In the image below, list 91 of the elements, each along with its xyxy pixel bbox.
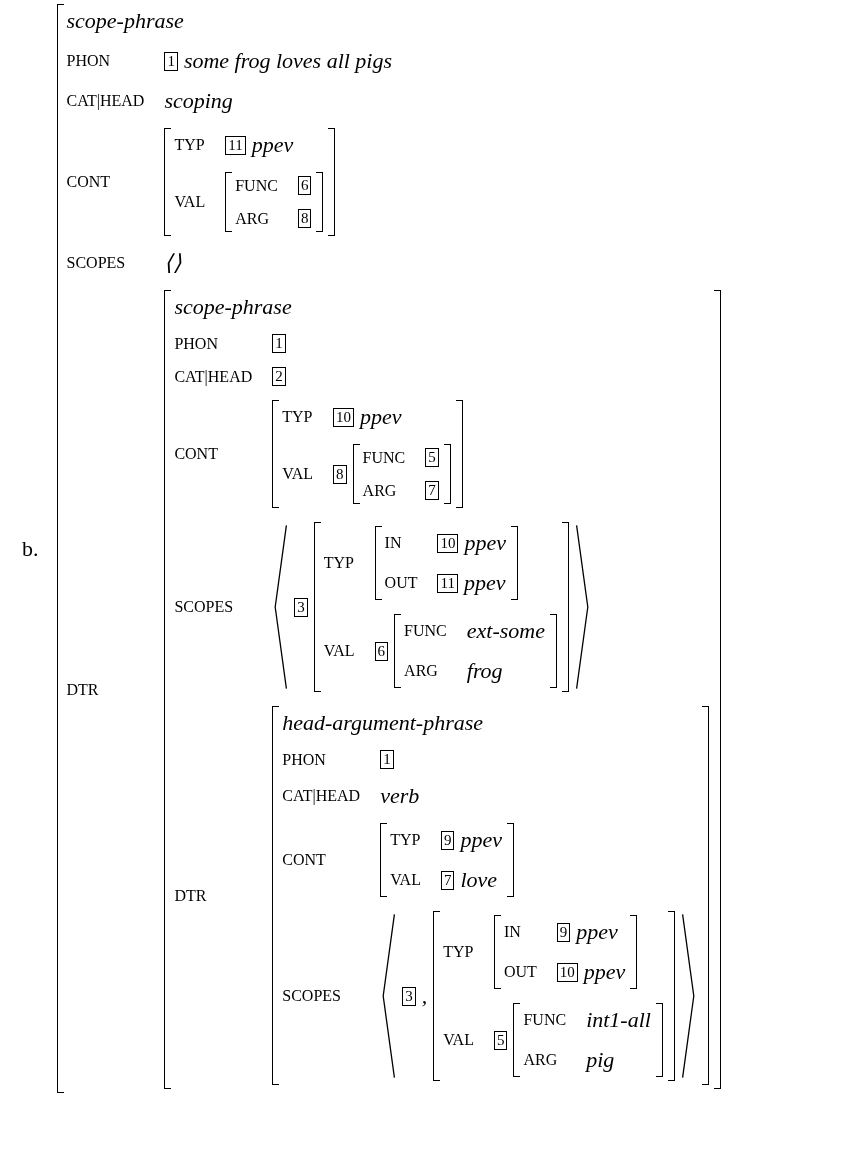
feature-name: VAL (174, 193, 206, 211)
feature-name: CONT (66, 173, 112, 191)
feature-name: FUNC (235, 176, 278, 195)
feature-value: love (460, 867, 498, 893)
feature-name: TYP (390, 831, 421, 849)
feature-value: frog (466, 658, 503, 684)
feature-name: VAL (443, 1031, 474, 1049)
feature-name: CAT|HEAD (66, 92, 145, 110)
structure-tag: 10 (556, 962, 578, 982)
feature-value: ppev (460, 827, 502, 853)
structure-tag: 2 (272, 367, 286, 386)
feature-value: ppev (251, 132, 294, 158)
feature-name: CAT|HEAD (282, 787, 361, 805)
feature-name: DTR (66, 680, 100, 699)
feature-name: TYP (174, 136, 206, 154)
feature-name: VAL (390, 871, 421, 889)
feature-name: CONT (282, 851, 327, 869)
feature-matrix (164, 128, 336, 236)
feature-value: ppev (576, 919, 618, 945)
type-label: scope-phrase (66, 8, 185, 34)
feature-name: VAL (282, 465, 314, 483)
structure-tag: 5 (425, 448, 439, 467)
feature-value: ext-some (466, 618, 545, 644)
feature-name: FUNC (362, 448, 406, 467)
structure-tag: 5 (493, 1030, 508, 1050)
feature-matrix (313, 522, 569, 692)
feature-name: PHON (174, 334, 219, 353)
structure-tag: 6 (297, 176, 312, 195)
feature-value: verb (380, 783, 420, 809)
structure-tag: 9 (440, 830, 455, 850)
structure-tag: 8 (333, 464, 347, 484)
structure-tag: 9 (556, 922, 571, 942)
structure-tag: 1 (380, 750, 394, 769)
feature-name: ARG (404, 662, 439, 680)
feature-matrix (164, 290, 721, 1089)
feature-value: pig (586, 1047, 615, 1073)
feature-name: TYP (282, 408, 314, 426)
feature-name: PHON (282, 750, 327, 769)
feature-name: FUNC (404, 622, 447, 640)
list-separator: , (421, 983, 428, 1009)
feature-name: DTR (174, 886, 208, 905)
feature-name: ARG (235, 209, 270, 228)
feature-matrix (374, 526, 518, 600)
type-label: head-argument-phrase (282, 710, 485, 736)
feature-matrix (272, 706, 709, 1085)
structure-tag: 8 (297, 209, 312, 228)
feature-name: TYP (443, 943, 474, 961)
feature-matrix (513, 1003, 663, 1077)
feature-value: ⟨⟩ (164, 250, 183, 276)
structure-tag: 1 (164, 51, 178, 71)
structure-tag: 7 (440, 870, 455, 890)
feature-matrix (433, 911, 675, 1081)
feature-name: OUT (503, 963, 537, 981)
feature-matrix (225, 172, 324, 232)
feature-name: TYP (323, 554, 355, 572)
feature-value: ppev (360, 404, 402, 430)
structure-tag: 3 (402, 986, 416, 1006)
structure-tag: 11 (437, 573, 458, 593)
feature-name: SCOPES (282, 987, 342, 1005)
structure-tag: 6 (374, 641, 389, 661)
feature-name: ARG (362, 481, 398, 500)
feature-name: SCOPES (66, 254, 127, 272)
feature-name: IN (384, 534, 403, 552)
feature-matrix (394, 614, 557, 688)
structure-tag: 11 (225, 135, 246, 155)
feature-matrix (493, 915, 638, 989)
feature-value: some frog loves all pigs (183, 48, 393, 74)
example-label: b. (22, 535, 39, 562)
structure-tag: 7 (425, 481, 439, 500)
feature-value: ppev (463, 570, 506, 596)
feature-name: CAT|HEAD (174, 367, 253, 386)
feature-name: CONT (174, 445, 219, 463)
feature-name: IN (503, 923, 522, 941)
structure-tag: 10 (437, 533, 459, 553)
feature-name: SCOPES (174, 598, 235, 616)
structure-tag: 3 (294, 597, 308, 617)
structure-tag: 1 (272, 334, 286, 353)
feature-name: VAL (323, 642, 355, 660)
feature-matrix (380, 823, 514, 897)
feature-matrix (272, 400, 463, 508)
feature-name: PHON (66, 52, 112, 70)
feature-value: ppev (583, 959, 626, 985)
feature-value: scoping (164, 88, 233, 114)
feature-matrix (352, 444, 451, 504)
feature-value: int1-all (586, 1007, 651, 1033)
feature-name: OUT (384, 574, 418, 592)
feature-value: ppev (464, 530, 506, 556)
feature-name: ARG (523, 1051, 559, 1069)
feature-name: FUNC (523, 1011, 567, 1029)
type-label: scope-phrase (174, 294, 293, 320)
structure-tag: 10 (333, 407, 355, 427)
